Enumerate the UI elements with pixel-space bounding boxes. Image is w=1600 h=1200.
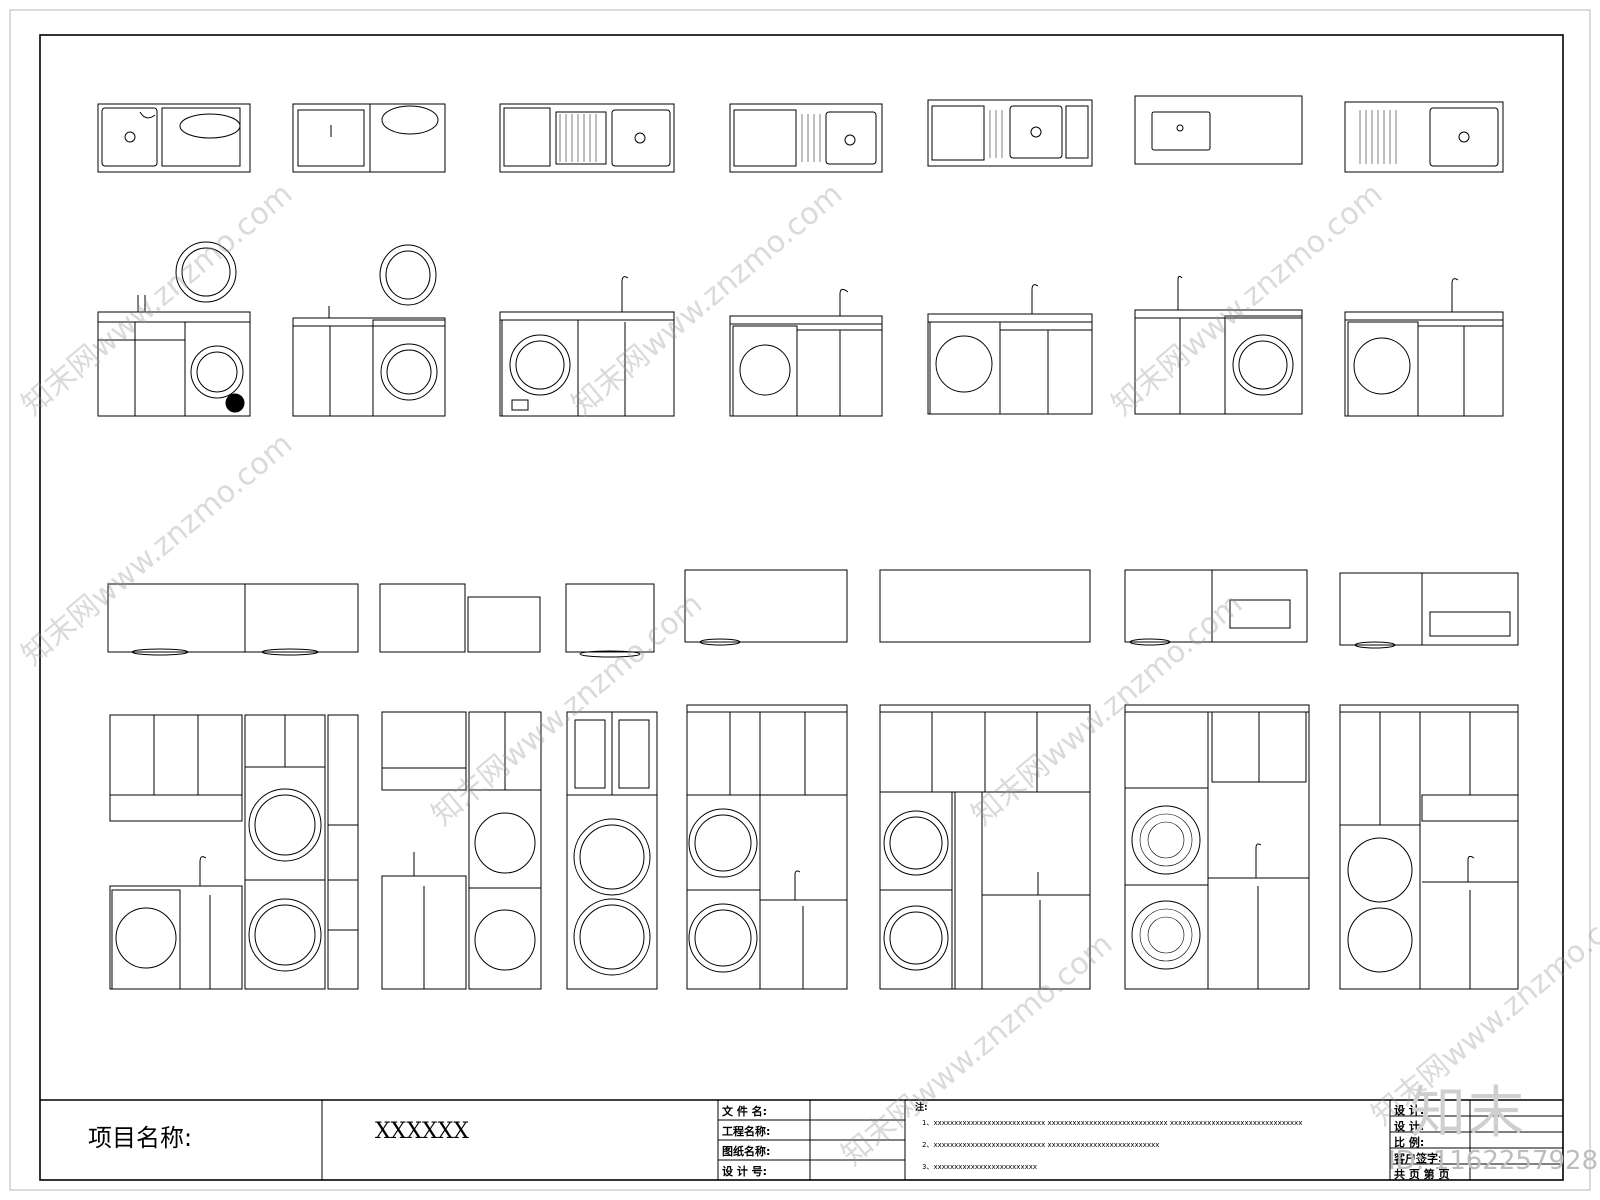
- notes-title: 注:: [915, 1103, 928, 1113]
- field-designer: 设 计:: [1394, 1104, 1425, 1117]
- project-name-label: 项目名称:: [88, 1124, 193, 1152]
- drawing-frame: [39, 34, 1564, 1181]
- project-name-value: XXXXXX: [375, 1119, 469, 1144]
- field-project-name: 工程名称:: [722, 1125, 771, 1138]
- field-design: 设 计:: [1394, 1120, 1425, 1133]
- title-block: [40, 1099, 1563, 1180]
- row3-plan-views: [107, 569, 1519, 658]
- note-line-3: 3、xxxxxxxxxxxxxxxxxxxxxxxxx: [922, 1163, 1038, 1171]
- field-design-number: 设 计 号:: [722, 1165, 768, 1178]
- field-file-name: 文 件 名:: [722, 1105, 768, 1118]
- field-drawing-name: 图纸名称:: [722, 1145, 771, 1158]
- field-client-signature: 客户签字:: [1394, 1152, 1443, 1165]
- row1-plan-views: [97, 95, 1504, 173]
- image-id: ID: 1162257928: [1388, 1146, 1599, 1176]
- row4-tall-elevations: [109, 704, 1519, 990]
- brand-logo: 知末: [1410, 1081, 1526, 1146]
- outer-border: [9, 9, 1591, 1191]
- field-scale: 比 例:: [1394, 1136, 1425, 1149]
- note-line-2: 2、xxxxxxxxxxxxxxxxxxxxxxxxxxx xxxxxxxxxx…: [922, 1141, 1160, 1149]
- note-line-1: 1、xxxxxxxxxxxxxxxxxxxxxxxxxxx xxxxxxxxxx…: [922, 1119, 1303, 1127]
- row2-washer-elevations: [97, 241, 1504, 417]
- field-page-count: 共 页 第 页: [1394, 1168, 1450, 1181]
